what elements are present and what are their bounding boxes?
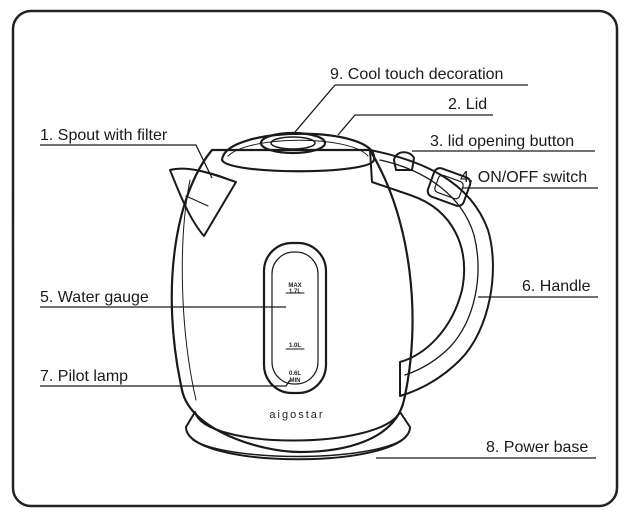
handle-shape xyxy=(369,149,494,397)
gauge-mark-mid-volume: 1.0L xyxy=(289,343,301,349)
gauge-mark-min-volume: 0.6L xyxy=(289,371,301,377)
label-spout: 1. Spout with filter xyxy=(40,127,168,144)
label-pilot-lamp: 7. Pilot lamp xyxy=(40,368,128,385)
water-gauge-window xyxy=(262,241,328,395)
switch-shape xyxy=(426,167,472,207)
label-lid: 2. Lid xyxy=(448,96,487,113)
leader-lines xyxy=(40,84,598,459)
label-power-base: 8. Power base xyxy=(486,439,588,456)
label-water-gauge: 5. Water gauge xyxy=(40,289,149,306)
label-lid-button: 3. lid opening button xyxy=(430,133,574,150)
power-base-shape xyxy=(185,411,411,461)
gauge-mark-max-volume: 1.7L xyxy=(289,289,301,295)
kettle-illustration xyxy=(169,131,494,461)
diagram-frame xyxy=(11,9,619,508)
brand-logo-text: aigostar xyxy=(269,409,324,421)
label-handle: 6. Handle xyxy=(522,278,591,295)
label-cool-touch: 9. Cool touch decoration xyxy=(330,66,503,83)
lid-button-shape xyxy=(393,151,415,171)
cool-touch-knob xyxy=(259,131,327,155)
gauge-mark-min: MIN xyxy=(290,378,301,384)
kettle-body xyxy=(170,148,414,454)
label-switch: 4. ON/OFF switch xyxy=(460,169,587,186)
lid-shape xyxy=(220,132,376,173)
gauge-mark-max: MAX xyxy=(288,283,301,289)
